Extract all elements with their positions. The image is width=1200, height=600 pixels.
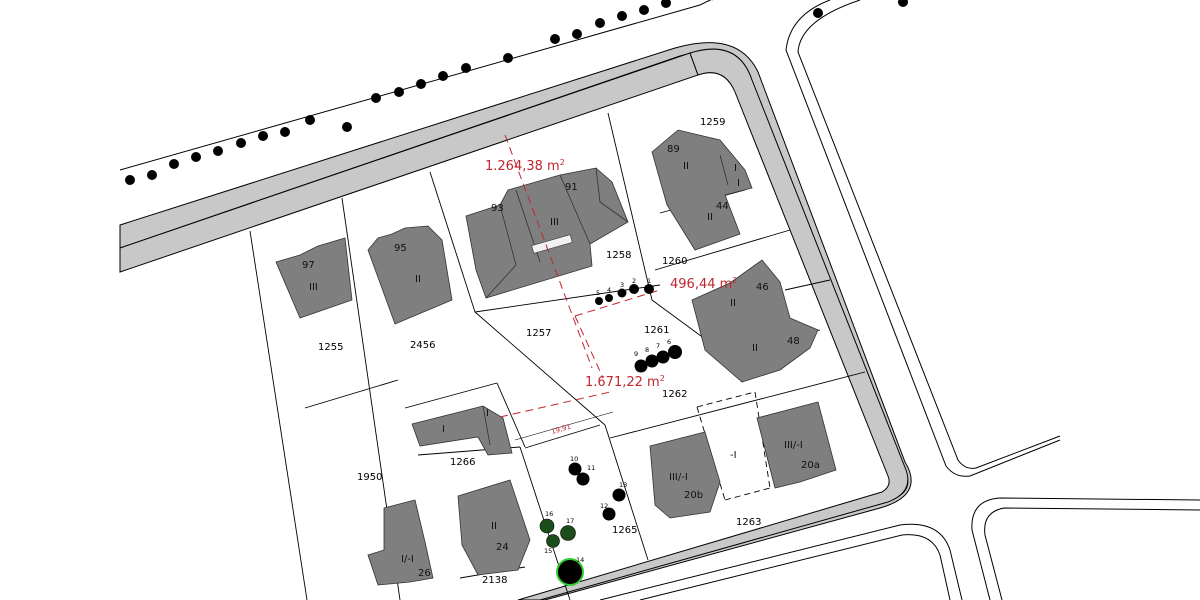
tree-number: 8 [645,346,649,354]
storeys-89: II [683,161,689,172]
house-number-93: 93 [491,203,504,214]
road-band-right [517,48,909,600]
parcel-1261: 1261 [644,325,669,336]
tree-numbers: 1 2 3 4 5 6 7 8 9 10 11 12 13 14 15 16 1… [544,277,671,564]
house-number-44: 44 [716,201,729,212]
tree-number: 4 [607,286,611,294]
storeys-20b: III/-I [669,472,688,483]
house-number-89: 89 [667,144,680,155]
right-road-outline [785,0,1061,477]
tree-number: 10 [570,455,578,463]
dashed-parcel [696,391,771,501]
building-46 [691,259,819,383]
house-number-26: 26 [418,568,431,579]
building-20b [649,431,721,519]
building-89 [651,129,753,251]
tree-number: 3 [620,281,624,289]
house-number-20b: 20b [684,490,703,501]
storeys-89-annex-b: I [737,178,740,189]
tree-number: 6 [667,338,671,346]
storeys-24: II [491,521,497,532]
parcel-1259: 1259 [700,117,725,128]
building-1266 [411,405,513,456]
building-93 [465,167,629,299]
street-curve-right [699,0,713,6]
parcel-1265: 1265 [612,525,637,536]
tree-number: 17 [566,517,574,525]
parcel-2138: 2138 [482,575,507,586]
trees [568,284,682,521]
lower-road [599,523,963,600]
tree-number: 14 [576,556,584,564]
house-number-97: 97 [302,260,315,271]
storeys-95: II [415,274,421,285]
building-93-skylight [531,234,573,254]
parcel-1257: 1257 [526,328,551,339]
area-label-1: 1.264,38 m2 [485,158,565,174]
parcel-1262: 1262 [662,389,687,400]
house-number-95: 95 [394,243,407,254]
parcel-1950: 1950 [357,472,382,483]
tree-number: 7 [656,342,660,350]
lower-right-road-inner [984,507,1200,600]
storeys-46: II [730,298,736,309]
building-95 [367,225,453,325]
storeys-dashed-area: -I [730,450,737,461]
right-road-outline-inner [797,0,1061,469]
green-trees [539,518,576,548]
tree-number: 16 [545,510,553,518]
house-number-46: 46 [756,282,769,293]
storeys-1266-a: I [442,424,445,435]
storeys-26: I/-I [401,554,414,565]
house-number-20a: 20a [801,460,820,471]
storeys-1266-b: I [486,408,489,419]
house-number-91: 91 [565,182,578,193]
street-line-upper [119,4,701,171]
parcel-2456: 2456 [410,340,435,351]
parcel-1258: 1258 [606,250,631,261]
measure-label: 19,91 [550,423,571,436]
area-label-2: 496,44 m2 [670,276,737,292]
parcel-1255: 1255 [318,342,343,353]
building-26 [367,499,434,586]
parcel-1266: 1266 [450,457,475,468]
house-number-48: 48 [787,336,800,347]
tree-14-highlighted [556,558,584,586]
tree-number: 1 [647,277,651,285]
tree-number: 12 [600,502,608,510]
tree-number: 15 [544,547,552,555]
tree-number: 11 [587,464,595,472]
storeys-93: III [550,217,559,228]
building-24 [457,479,531,576]
lower-right-road [971,497,1200,600]
tree-number: 13 [619,481,627,489]
building-20a [756,401,837,489]
parcel-1260: 1260 [662,256,687,267]
building-97 [275,237,353,319]
parcel-1263: 1263 [736,517,761,528]
storeys-44: II [707,212,713,223]
area-marker-lines [499,134,661,418]
lower-road-inner [639,534,951,600]
tree-number: 9 [634,350,638,358]
tree-number: 2 [632,277,636,285]
buildings [275,129,837,586]
house-number-24: 24 [496,542,509,553]
tree-number: 5 [596,289,600,297]
storeys-20a: III/-I [784,440,803,451]
area-label-3: 1.671,22 m2 [585,374,665,390]
storeys-97: III [309,282,318,293]
storeys-48: II [752,343,758,354]
measure-line [514,411,614,441]
storeys-89-annex-a: I [734,163,737,174]
